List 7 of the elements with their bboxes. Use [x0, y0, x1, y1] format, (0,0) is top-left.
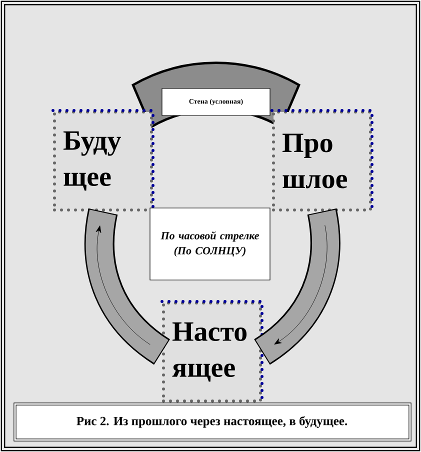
text-box: Насто ящее: [160, 300, 264, 404]
curved-arrow: [84, 208, 171, 364]
text-box: Про шлое: [270, 109, 374, 213]
text-box: По часовой стрелке (По СОЛНЦУ): [150, 208, 270, 280]
curved-arrow: [254, 209, 340, 364]
text-box: Буду щее: [52, 109, 154, 213]
caption-box: Рис 2. Из прошлого через настоящее, в будущее.: [14, 402, 412, 442]
